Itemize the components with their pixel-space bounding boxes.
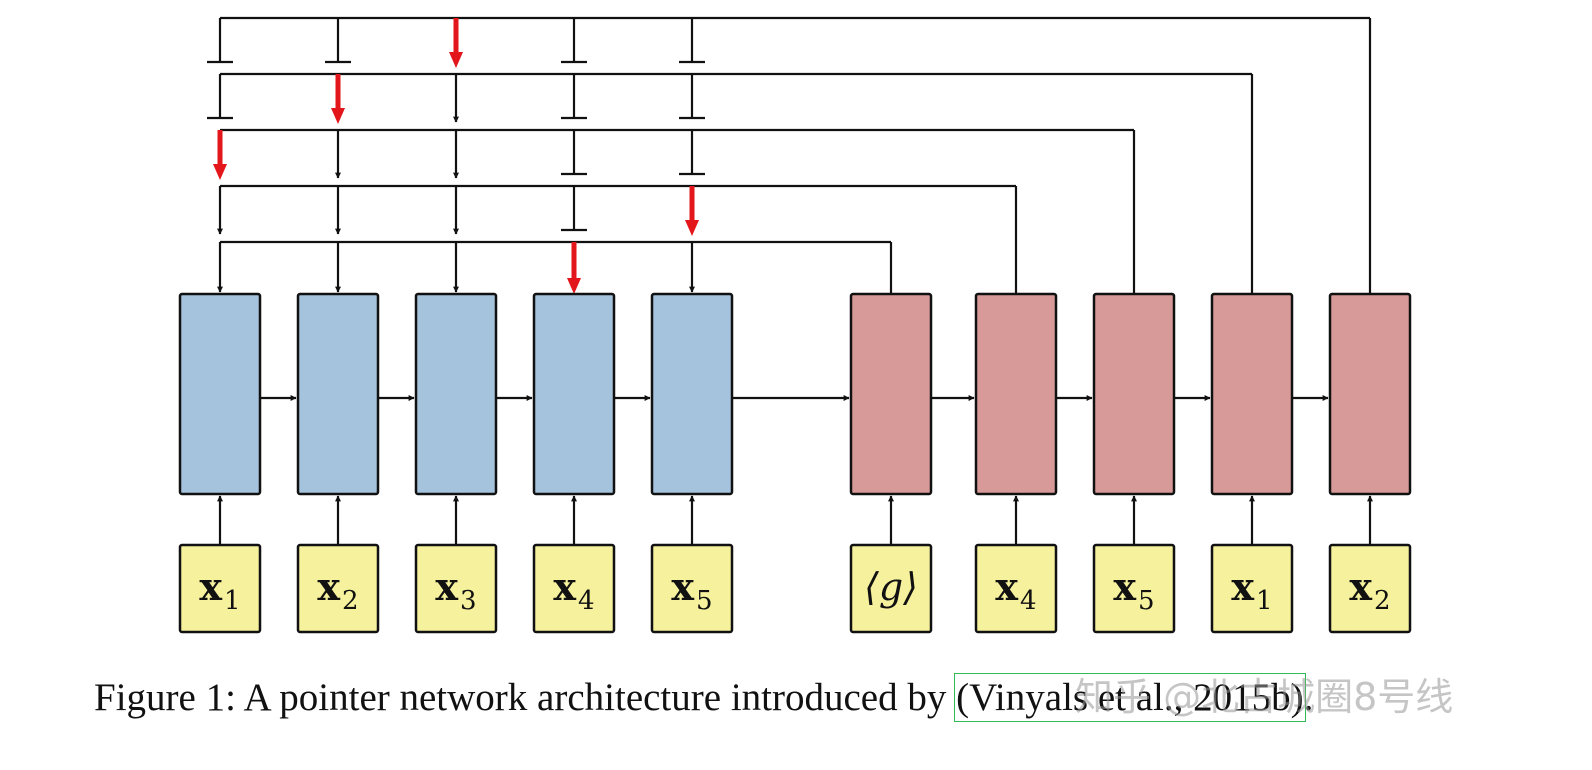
encoder-input-label-1-subscript: 1 xyxy=(224,586,241,616)
encoder-input-box-4 xyxy=(532,543,616,634)
encoder-input-label-2-subscript: 2 xyxy=(342,586,359,616)
encoder-input-label-4-subscript: 4 xyxy=(578,586,595,616)
decoder-input-label-2-subscript: 4 xyxy=(1020,586,1037,616)
decoder-input-label-5-symbol: x xyxy=(1349,564,1372,609)
pointer-arrowhead-dec1-enc4 xyxy=(567,278,581,294)
wires-layer xyxy=(207,16,1373,545)
encoder-cell-1 xyxy=(178,292,262,496)
citation-link[interactable]: (Vinyals et al., 2015b) xyxy=(954,673,1306,722)
decoder-input-label-1: ⟨g⟩ xyxy=(864,565,918,609)
encoder-input-box-5 xyxy=(650,543,734,634)
encoder-input-label-1: x1 xyxy=(199,564,240,616)
decoder-input-box-2 xyxy=(974,543,1058,634)
decoder-input-label-1-symbol: ⟨g⟩ xyxy=(864,565,918,609)
decoder-cell-1 xyxy=(849,292,933,496)
decoder-input-label-3: x5 xyxy=(1113,564,1154,616)
caption-end: . xyxy=(1303,676,1314,719)
encoder-input-label-2-symbol: x xyxy=(317,564,340,609)
encoder-cell-5 xyxy=(650,292,734,496)
encoder-input-box-1 xyxy=(178,543,262,634)
decoder-input-label-5: x2 xyxy=(1349,564,1390,616)
encoder-input-label-3-symbol: x xyxy=(435,564,458,609)
encoder-input-label-4-symbol: x xyxy=(553,564,576,609)
pointer-arrowhead-dec3-enc1 xyxy=(213,164,227,180)
pointer-arrowhead-dec4-enc2 xyxy=(331,108,345,124)
decoder-input-box-3 xyxy=(1092,543,1176,634)
decoder-input-label-2: x4 xyxy=(995,564,1036,616)
decoder-input-label-4: x1 xyxy=(1231,564,1272,616)
decoder-input-label-3-symbol: x xyxy=(1113,564,1136,609)
encoder-input-label-2: x2 xyxy=(317,564,358,616)
figure-caption: Figure 1: A pointer network architecture… xyxy=(94,673,1314,722)
decoder-cell-2 xyxy=(974,292,1058,496)
decoder-cell-5 xyxy=(1328,292,1412,496)
encoder-cell-4 xyxy=(532,292,616,496)
encoder-input-label-5: x5 xyxy=(671,564,712,616)
encoder-input-label-3: x3 xyxy=(435,564,476,616)
encoder-input-label-1-symbol: x xyxy=(199,564,222,609)
decoder-cell-4 xyxy=(1210,292,1294,496)
decoder-input-box-5 xyxy=(1328,543,1412,634)
decoder-input-label-2-symbol: x xyxy=(995,564,1018,609)
encoder-input-box-3 xyxy=(414,543,498,634)
decoder-input-box-4 xyxy=(1210,543,1294,634)
decoder-input-label-3-subscript: 5 xyxy=(1138,586,1155,616)
encoder-input-label-5-symbol: x xyxy=(671,564,694,609)
decoder-cell-3 xyxy=(1092,292,1176,496)
encoder-cell-3 xyxy=(414,292,498,496)
caption-text: Figure 1: A pointer network architecture… xyxy=(94,676,957,719)
boxes-layer xyxy=(178,292,1412,634)
pointer-arrowhead-dec5-enc3 xyxy=(449,52,463,68)
decoder-input-label-4-symbol: x xyxy=(1231,564,1254,609)
encoder-input-label-3-subscript: 3 xyxy=(460,586,477,616)
encoder-input-box-2 xyxy=(296,543,380,634)
encoder-input-label-5-subscript: 5 xyxy=(696,586,713,616)
encoder-input-label-4: x4 xyxy=(553,564,594,616)
decoder-input-label-5-subscript: 2 xyxy=(1374,586,1391,616)
decoder-input-box-1 xyxy=(849,543,933,634)
decoder-input-label-4-subscript: 1 xyxy=(1256,586,1273,616)
pointer-arrowhead-dec2-enc5 xyxy=(685,220,699,236)
encoder-cell-2 xyxy=(296,292,380,496)
